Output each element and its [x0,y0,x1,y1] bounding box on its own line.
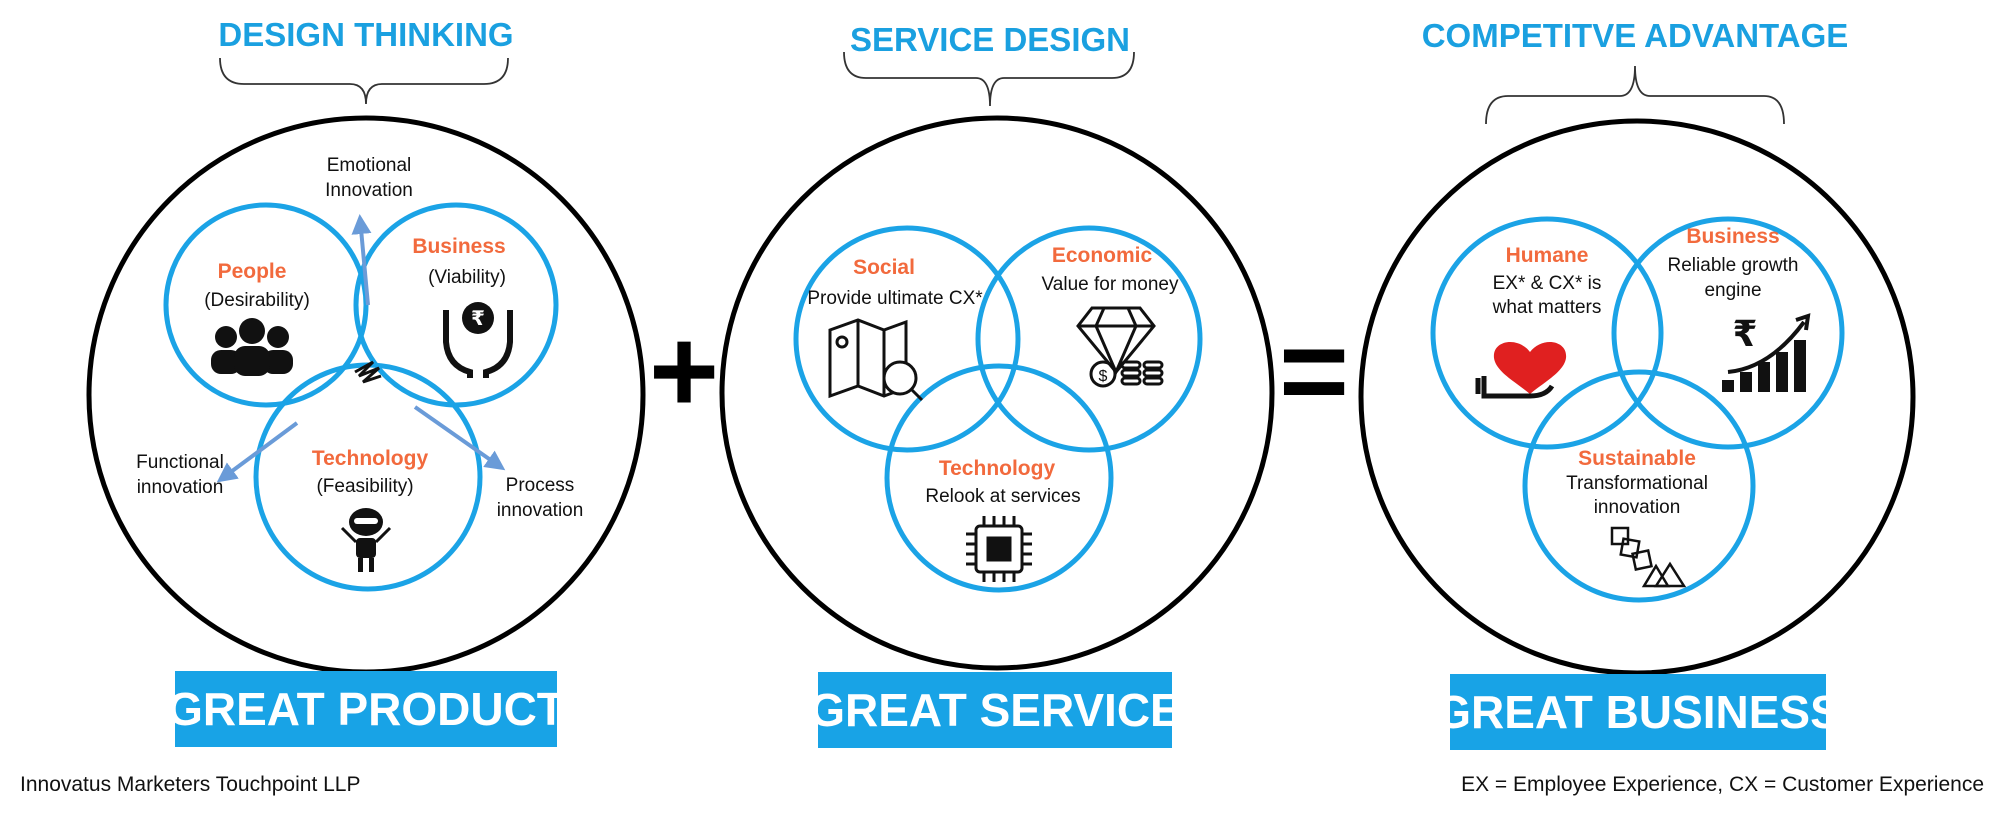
rupee-growth-icon: ₹ [1722,313,1811,392]
great-service-banner [818,672,1172,748]
competitive-business-circle [1611,216,1845,450]
plus-symbol: + [649,304,719,438]
humane-title: Humane [1506,244,1589,267]
heart-hand-icon [1475,341,1567,399]
chip-icon [966,516,1032,582]
competitive-bracket [1485,65,1785,125]
equals-symbol: = [1279,304,1349,438]
service-outer-circle [719,115,1275,671]
people-group-icon [211,318,293,376]
robot-icon [340,508,392,572]
emotional-label-1: Emotional [327,155,412,176]
technology-sub: (Feasibility) [316,476,413,497]
humane-sub-1: EX* & CX* is [1493,273,1602,294]
svg-text:₹: ₹ [1732,314,1757,355]
diamond-coins-icon: $ [1076,306,1164,388]
people-title: People [218,260,287,283]
functional-arrow [216,421,299,483]
competitive-business-sub-1: Reliable growth [1668,255,1799,276]
process-label-2: innovation [497,500,584,521]
footer-company: Innovatus Marketers Touchpoint LLP [20,773,360,796]
competitive-advantage-panel: COMPETITVE ADVANTAGE Humane EX* & CX* is… [1358,17,1916,750]
service-technology-title: Technology [939,457,1056,480]
great-business-banner [1450,674,1826,750]
emotional-arrow [351,214,372,306]
functional-label-1: Functional [136,452,224,473]
great-product-text: GREAT PRODUCT [167,683,565,735]
scribble-icon [354,360,382,384]
business-title: Business [412,235,505,258]
footer-legend: EX = Employee Experience, CX = Customer … [1461,773,1984,796]
economic-title: Economic [1052,244,1153,267]
service-design-heading: SERVICE DESIGN [850,21,1130,58]
economic-circle [975,225,1203,453]
svg-text:$: $ [1099,368,1108,385]
sustainable-title: Sustainable [1578,447,1696,470]
design-thinking-panel: DESIGN THINKING Emotional Innovation Fun… [86,16,646,747]
design-thinking-bracket [219,57,509,105]
social-circle [793,225,1021,453]
map-search-icon [828,318,924,402]
social-sub: Provide ultimate CX* [807,288,983,309]
functional-label-2: innovation [137,477,224,498]
svg-text:₹: ₹ [471,306,485,330]
competitive-heading: COMPETITVE ADVANTAGE [1422,17,1849,54]
technology-title: Technology [312,447,429,470]
sustainable-sub-2: innovation [1594,497,1681,518]
economic-sub: Value for money [1042,274,1179,295]
service-technology-sub: Relook at services [925,486,1080,507]
process-arrow [413,405,506,471]
service-technology-circle [884,363,1114,593]
people-sub: (Desirability) [204,290,310,311]
service-design-bracket [843,51,1135,107]
humane-sub-2: what matters [1492,297,1602,318]
emotional-label-2: Innovation [325,180,413,201]
great-service-text: GREAT SERVICE [809,684,1180,736]
blocks-icon [1610,526,1687,588]
business-outer-circle [1358,118,1916,676]
great-product-banner [175,671,557,747]
rupee-hands-icon: ₹ [443,302,513,378]
great-business-text: GREAT BUSINESS [1435,686,1841,738]
social-title: Social [853,256,915,279]
process-label-1: Process [506,475,575,496]
humane-circle [1430,216,1664,450]
service-design-panel: SERVICE DESIGN Social Provide ultimate C… [719,21,1275,748]
sustainable-circle [1522,369,1756,603]
competitive-business-title: Business [1686,225,1779,248]
competitive-business-sub-2: engine [1704,280,1761,301]
business-sub: (Viability) [428,267,506,288]
sustainable-sub-1: Transformational [1566,473,1708,494]
design-thinking-heading: DESIGN THINKING [218,16,513,53]
